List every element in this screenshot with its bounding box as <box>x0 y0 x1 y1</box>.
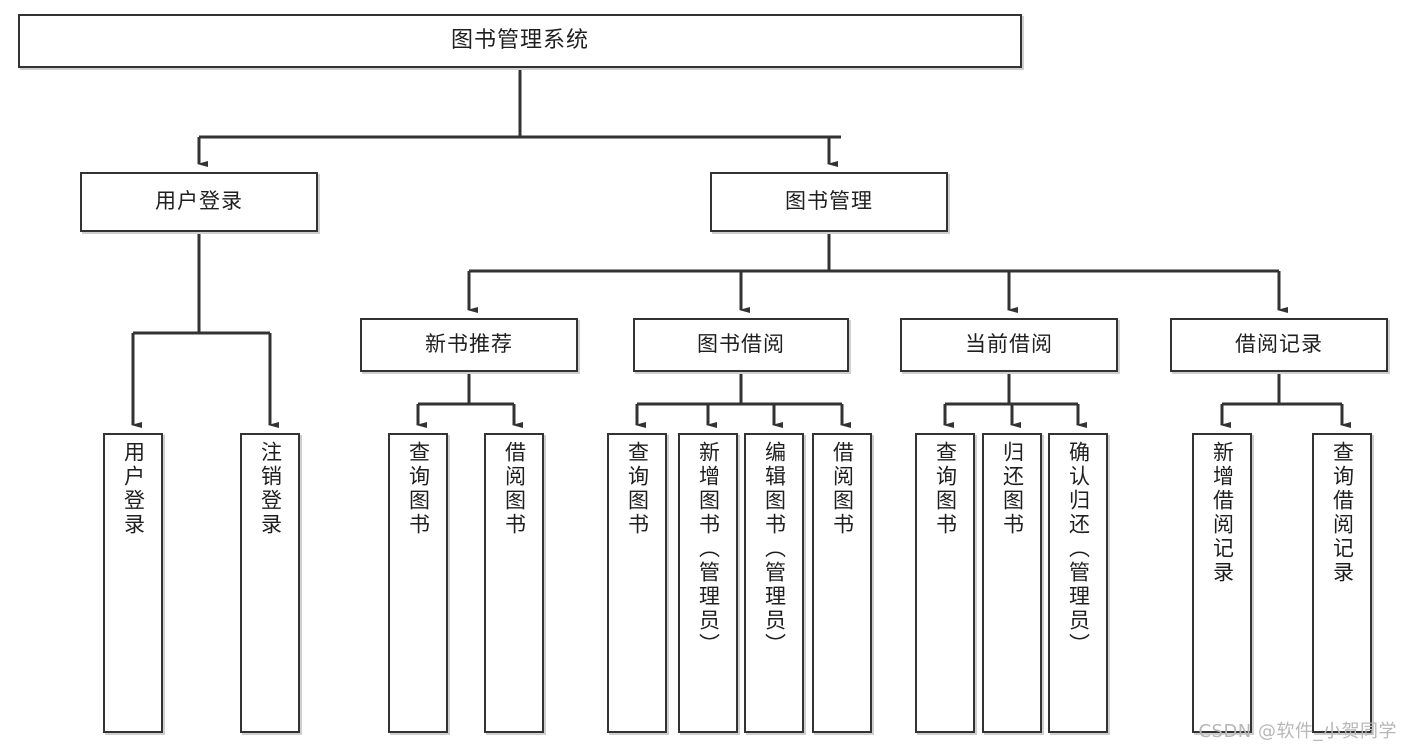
node-leaf-edit-book[interactable]: 编辑图书（管理员） <box>744 433 804 733</box>
node-user-login-label: 用户登录 <box>155 189 243 214</box>
node-leaf-query-record[interactable]: 查询借阅记录 <box>1312 433 1372 733</box>
node-leaf-edit-book-label: 编辑图书（管理员） <box>762 441 787 657</box>
node-new-book-rec-label: 新书推荐 <box>425 332 513 357</box>
node-leaf-query-record-label: 查询借阅记录 <box>1330 441 1355 585</box>
node-book-manage-label: 图书管理 <box>785 189 873 214</box>
node-leaf-borrow-book-1-label: 借阅图书 <box>502 441 527 537</box>
node-leaf-query-book-2[interactable]: 查询图书 <box>607 433 667 733</box>
node-leaf-borrow-book-1[interactable]: 借阅图书 <box>484 433 544 733</box>
node-book-borrow[interactable]: 图书借阅 <box>633 318 849 372</box>
node-leaf-query-book-2-label: 查询图书 <box>625 441 650 537</box>
node-leaf-add-record-label: 新增借阅记录 <box>1210 441 1235 585</box>
node-leaf-query-book-1[interactable]: 查询图书 <box>388 433 448 733</box>
node-leaf-confirm-return[interactable]: 确认归还（管理员） <box>1048 433 1108 733</box>
node-leaf-user-login[interactable]: 用户登录 <box>103 433 163 733</box>
node-leaf-logout[interactable]: 注销登录 <box>240 433 300 733</box>
node-current-borrow[interactable]: 当前借阅 <box>900 318 1118 372</box>
node-book-borrow-label: 图书借阅 <box>697 332 785 357</box>
node-borrow-record[interactable]: 借阅记录 <box>1170 318 1388 372</box>
node-book-manage[interactable]: 图书管理 <box>710 172 948 232</box>
node-leaf-confirm-return-label: 确认归还（管理员） <box>1066 441 1091 657</box>
node-leaf-borrow-book-2[interactable]: 借阅图书 <box>812 433 872 733</box>
node-root[interactable]: 图书管理系统 <box>18 14 1022 68</box>
node-new-book-rec[interactable]: 新书推荐 <box>360 318 578 372</box>
node-leaf-query-book-1-label: 查询图书 <box>406 441 431 537</box>
node-root-label: 图书管理系统 <box>450 27 589 53</box>
watermark: CSDN @软件_小贺同学 <box>1198 721 1397 742</box>
node-leaf-return-book[interactable]: 归还图书 <box>982 433 1042 733</box>
node-leaf-logout-label: 注销登录 <box>258 441 283 537</box>
node-borrow-record-label: 借阅记录 <box>1235 332 1323 357</box>
node-leaf-add-record[interactable]: 新增借阅记录 <box>1192 433 1252 733</box>
node-leaf-return-book-label: 归还图书 <box>1000 441 1025 537</box>
node-leaf-query-book-3-label: 查询图书 <box>933 441 958 537</box>
node-current-borrow-label: 当前借阅 <box>965 332 1053 357</box>
node-leaf-add-book-label: 新增图书（管理员） <box>696 441 721 657</box>
node-leaf-add-book[interactable]: 新增图书（管理员） <box>678 433 738 733</box>
node-leaf-user-login-label: 用户登录 <box>121 441 146 537</box>
node-user-login[interactable]: 用户登录 <box>80 172 318 232</box>
node-leaf-query-book-3[interactable]: 查询图书 <box>915 433 975 733</box>
node-leaf-borrow-book-2-label: 借阅图书 <box>830 441 855 537</box>
